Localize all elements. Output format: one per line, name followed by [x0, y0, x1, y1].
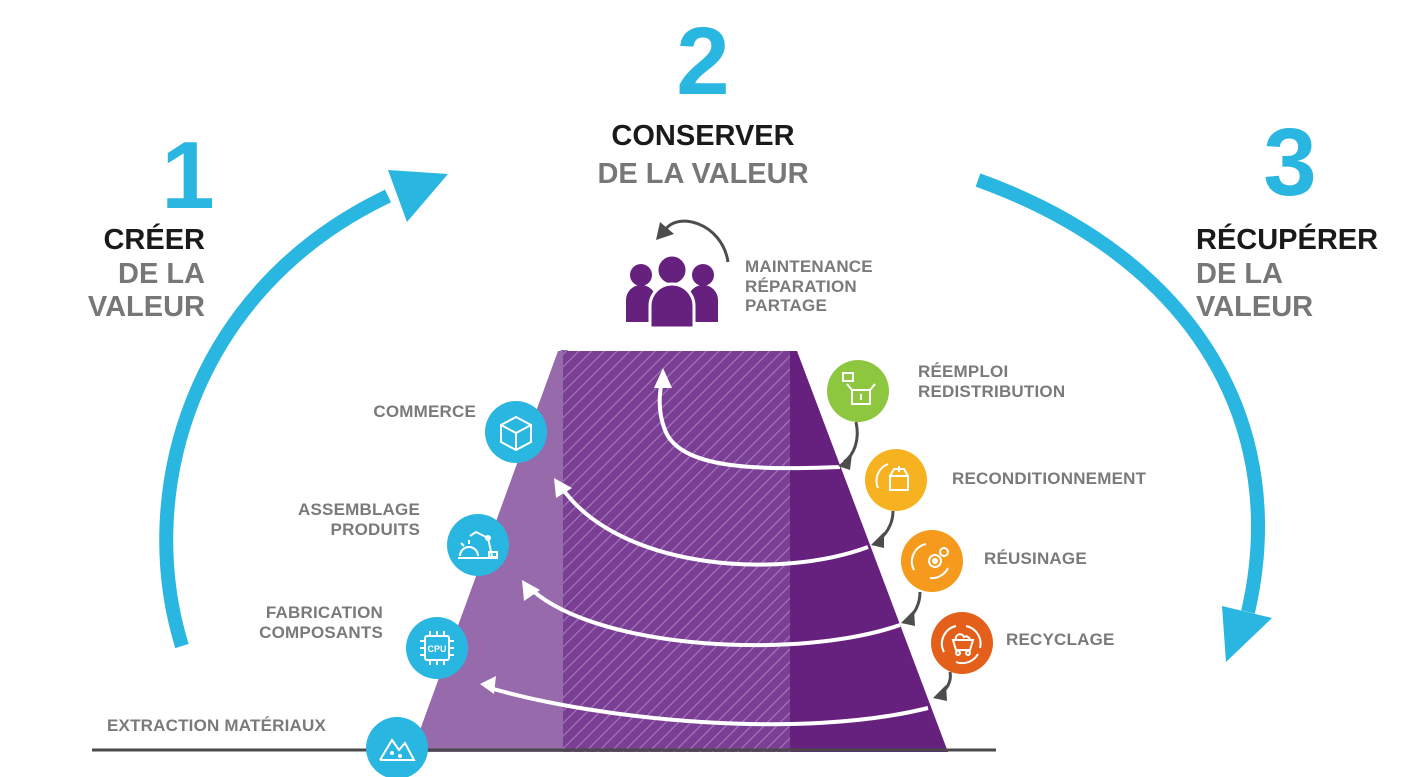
reuse-label: RÉEMPLOI REDISTRIBUTION	[918, 362, 1118, 401]
fabrication-icon-badge: CPU	[406, 617, 468, 679]
cascade-arrow-4-head	[933, 685, 947, 701]
cascade-arrow-2-head	[871, 532, 884, 548]
maintenance-label: MAINTENANCE RÉPARATION PARTAGE	[745, 257, 925, 316]
fabrication-line-1: FABRICATION	[265, 603, 383, 622]
return-arrows	[480, 368, 929, 727]
remanufacture-label: RÉUSINAGE	[984, 549, 1087, 568]
remanufacture-icon-badge	[901, 530, 963, 592]
refurbish-label: RECONDITIONNEMENT	[952, 469, 1147, 488]
stage-create-subtitle: DE LA VALEUR	[87, 258, 205, 324]
reuse-line-1: RÉEMPLOI	[918, 362, 1009, 381]
extraction-label: EXTRACTION MATÉRIAUX	[107, 716, 327, 735]
reuse-icon-badge	[827, 360, 889, 422]
assembly-line-2: PRODUITS	[330, 519, 420, 539]
reuse-line-2: REDISTRIBUTION	[918, 381, 1066, 401]
gears-cycle-icon	[910, 543, 949, 580]
cascade-arrow-1-head	[838, 454, 852, 470]
refurbish-icon-badge	[865, 449, 927, 511]
cascade-arrow-2	[876, 510, 895, 543]
stage-conserve-number: 2	[676, 8, 730, 115]
fabrication-label: FABRICATION COMPOSANTS	[200, 603, 383, 642]
return-arrow-recycle	[489, 686, 929, 727]
return-arrow-reuse	[657, 377, 841, 471]
return-arrow-reman-head	[522, 580, 540, 601]
stage-conserve-subtitle: DE LA VALEUR	[597, 158, 809, 190]
commerce-icon-badge	[485, 401, 547, 463]
cpu-icon	[420, 631, 454, 665]
maintenance-line-3: PARTAGE	[745, 296, 827, 316]
return-arrow-refurbish	[560, 486, 869, 567]
cascade-arrow-3-head	[901, 610, 915, 626]
stage-create-number: 1	[161, 122, 215, 229]
stage-create-title: CRÉER	[103, 224, 205, 256]
return-arrow-reman	[530, 588, 901, 648]
open-box-icon	[842, 372, 876, 405]
assembly-line-1: ASSEMBLAGE	[298, 500, 420, 519]
recover-arc-arrow	[975, 173, 1272, 662]
maintenance-line-1: MAINTENANCE	[745, 257, 873, 276]
cascade-arrows	[656, 219, 952, 701]
maintenance-cycle-arrow	[662, 219, 730, 263]
mountain-icon	[379, 738, 416, 761]
assembly-label: ASSEMBLAGE PRODUITS	[250, 500, 420, 539]
pyramid-middle-section	[563, 351, 790, 752]
extraction-icon-badge	[366, 717, 428, 777]
create-arc-arrow	[159, 170, 448, 649]
refurbish-box-icon	[875, 463, 909, 491]
assembly-icon-badge	[447, 514, 509, 576]
cpu-icon-label: CPU	[427, 644, 446, 654]
return-arrow-recycle-head	[480, 676, 496, 694]
stage-recover-number: 3	[1263, 109, 1317, 216]
recycle-label: RECYCLAGE	[1006, 630, 1115, 649]
return-arrow-refurbish-head	[554, 478, 572, 498]
stage-recover-subtitle: DE LA VALEUR	[1196, 258, 1314, 324]
maintenance-cycle-arrow-head	[656, 222, 674, 240]
recycle-icon-badge	[931, 612, 993, 674]
fabrication-line-2: COMPOSANTS	[259, 622, 383, 642]
pyramid-recover-section	[790, 351, 948, 752]
box-icon	[500, 415, 532, 452]
robot-arm-icon	[458, 530, 498, 559]
return-arrow-reuse-head	[654, 368, 672, 388]
commerce-label: COMMERCE	[373, 402, 476, 421]
stage-conserve-title: CONSERVER	[611, 120, 795, 152]
people-group-icon	[626, 253, 718, 330]
stage-recover-title: RÉCUPÉRER	[1196, 224, 1379, 256]
mine-cart-cycle-icon	[940, 625, 982, 665]
maintenance-line-2: RÉPARATION	[745, 276, 857, 296]
